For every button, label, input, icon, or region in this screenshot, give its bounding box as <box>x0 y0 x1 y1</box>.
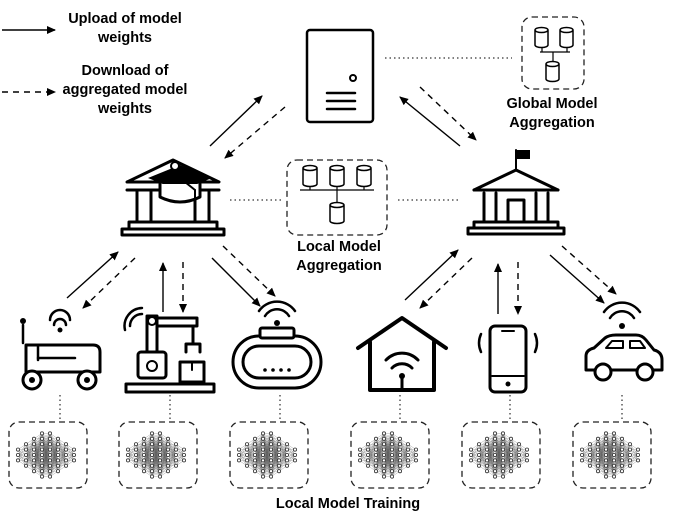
upper-arrows <box>209 86 477 159</box>
database-icon <box>534 26 549 49</box>
local-aggregation-label: Local Model Aggregation <box>296 239 382 274</box>
database-icon <box>329 201 345 225</box>
local-training-label: Local Model Training <box>275 496 421 512</box>
local-training-networks <box>8 421 652 489</box>
server-icon <box>305 28 375 124</box>
global-aggregation-label: Global Model Aggregation <box>506 96 598 131</box>
right-device-arrows <box>404 245 617 315</box>
database-icon <box>545 60 560 83</box>
local-aggregation-box <box>286 159 388 236</box>
database-icon <box>356 164 372 188</box>
robotic-arm-icon <box>123 306 216 394</box>
left-device-arrows <box>66 245 276 313</box>
database-icon <box>302 164 318 188</box>
neural-network-icon <box>8 421 88 489</box>
robot-icon <box>20 308 102 391</box>
neural-network-icon <box>229 421 309 489</box>
device-to-training-connectors <box>59 395 623 422</box>
database-icon <box>559 26 574 49</box>
university-icon <box>120 158 226 237</box>
legend-download-label: Download of aggregated model weights <box>62 63 188 117</box>
legend-arrows <box>2 26 56 96</box>
smartphone-icon <box>477 324 539 394</box>
database-icon-group <box>534 26 574 83</box>
neural-network-icon <box>118 421 198 489</box>
smart-home-icon <box>356 316 448 392</box>
neural-network-icon <box>461 421 541 489</box>
government-building-icon <box>466 149 566 236</box>
smart-device-icon <box>231 300 323 390</box>
connected-car-icon <box>584 301 664 382</box>
neural-network-icon <box>350 421 430 489</box>
database-icon <box>329 164 345 188</box>
global-aggregation-box <box>521 16 585 90</box>
database-icon-group <box>300 164 374 225</box>
neural-network-icon <box>572 421 652 489</box>
legend-upload-label: Upload of model weights <box>68 11 182 46</box>
